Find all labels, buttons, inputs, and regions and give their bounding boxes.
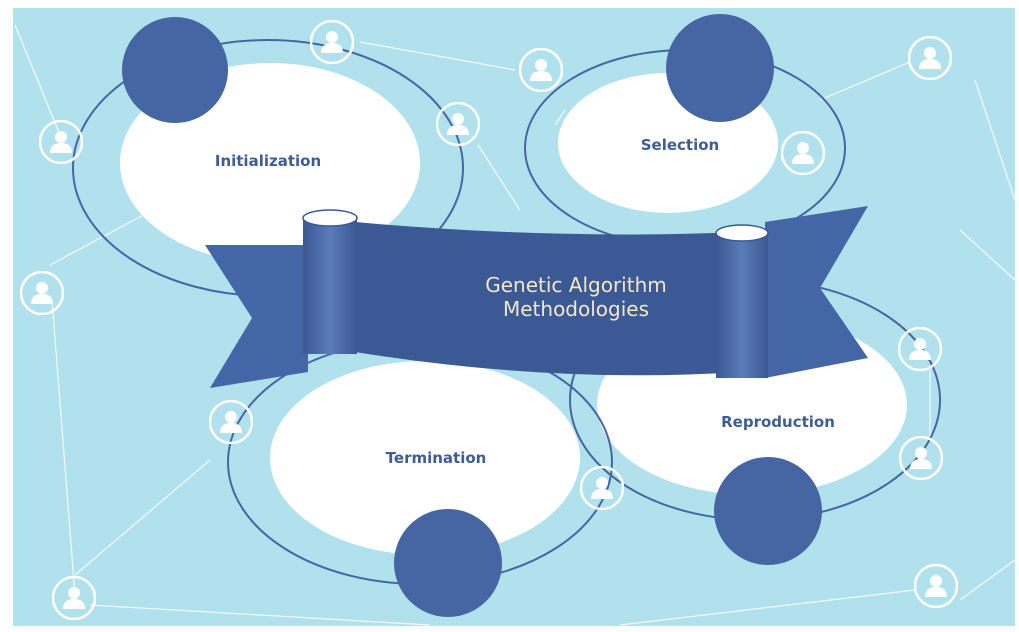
network-lines [14,24,1016,626]
initialization-node [122,17,228,123]
banner-right-tail [765,206,868,378]
termination-node [394,509,502,617]
selection-node [666,14,774,122]
termination-label: Termination [386,449,487,467]
banner-title-line2: Methodologies [503,297,649,321]
banner-right-roll [716,233,768,378]
initialization-label: Initialization [215,152,321,170]
termination-disc [270,361,580,555]
reproduction-node [714,457,822,565]
stage-termination: Termination [227,339,613,617]
banner-left-tail [205,245,308,388]
banner-title-line1: Genetic Algorithm [485,273,666,297]
banner-left-roll-cap [302,209,358,227]
banner-body [355,222,740,376]
selection-label: Selection [641,136,719,154]
title-banner: Genetic Algorithm Methodologies [205,206,868,388]
reproduction-label: Reproduction [721,413,835,431]
banner-right-roll-cap [715,224,769,242]
banner-left-roll [303,218,357,354]
